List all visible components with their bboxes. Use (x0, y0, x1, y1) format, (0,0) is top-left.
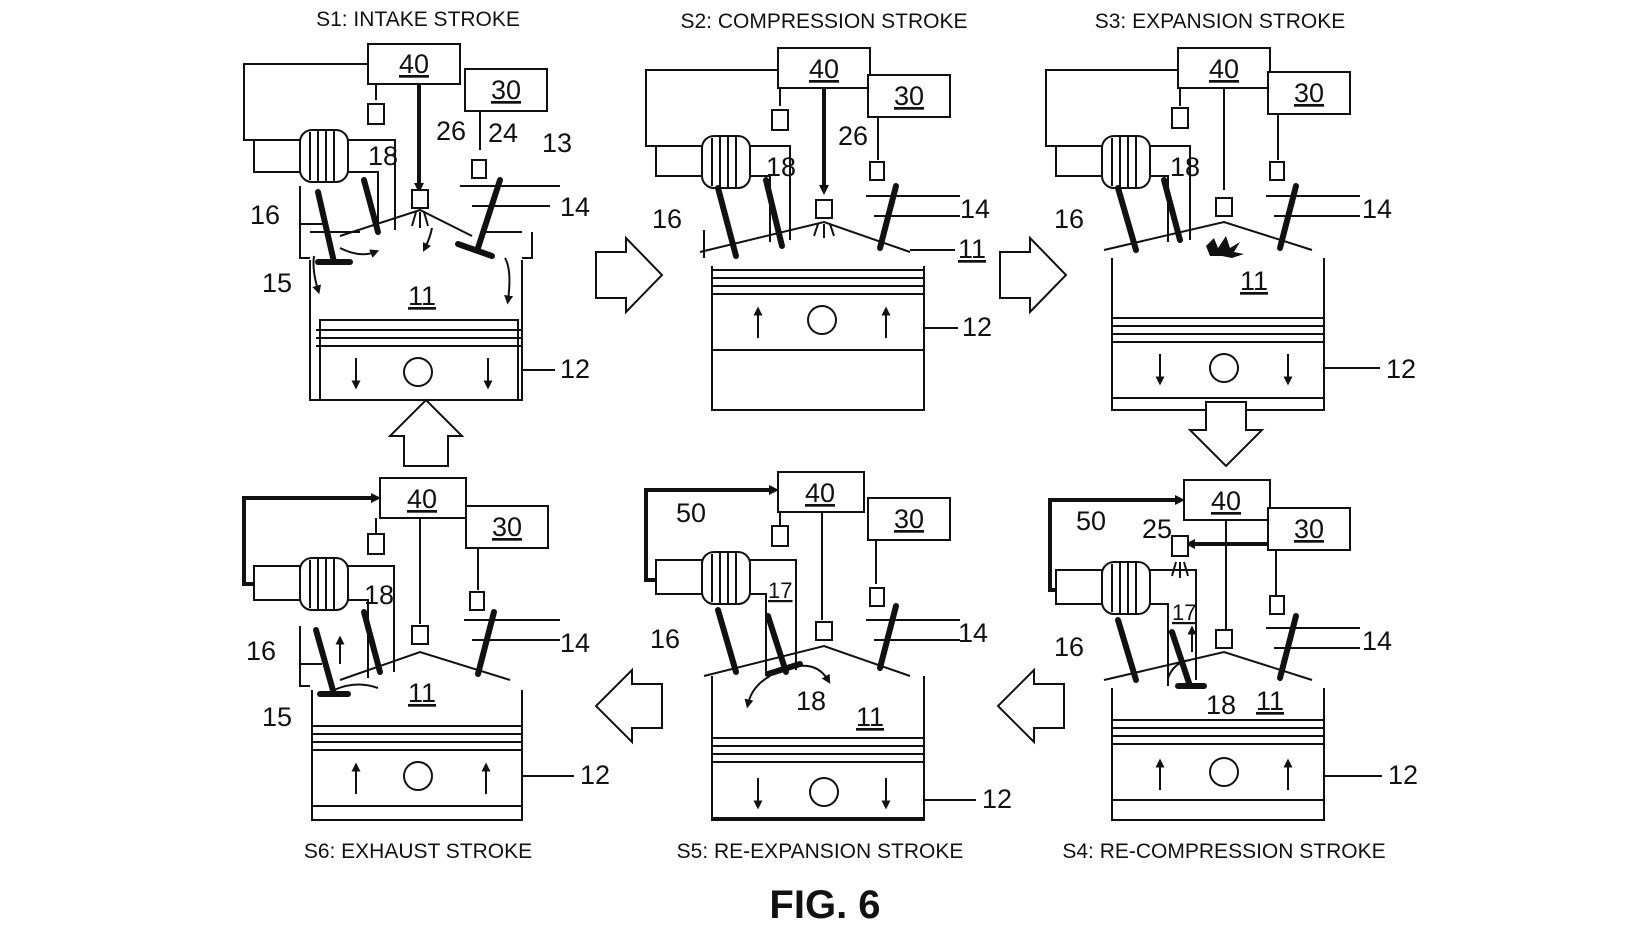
piston-label: 12 (982, 784, 1012, 814)
intake-label: 14 (958, 618, 988, 648)
chamber-label: 11 (958, 234, 986, 264)
valve-15-label: 15 (262, 268, 292, 298)
plug-label: 24 (488, 118, 518, 148)
arrow-s6-to-s1 (390, 400, 462, 466)
control-label: 30 (894, 81, 924, 111)
valve-15-label: 15 (262, 702, 292, 732)
exhaust-port-label: 16 (652, 204, 682, 234)
intake-label: 14 (1362, 626, 1392, 656)
injector (412, 190, 428, 208)
valve-18-label: 18 (364, 580, 394, 610)
chamber-label: 11 (408, 678, 436, 708)
ecu-label: 40 (1209, 54, 1239, 84)
valve-18-label: 18 (368, 141, 398, 171)
ecu-label: 40 (407, 484, 437, 514)
arrow-s5-to-s6 (596, 670, 662, 742)
intake-label: 14 (1362, 194, 1392, 224)
exhaust-port-label: 16 (1054, 204, 1084, 234)
aux-label: 17 (1172, 600, 1196, 625)
valve-18-label: 18 (796, 686, 826, 716)
arrow-s3-to-s4 (1190, 402, 1262, 466)
panel-caption: S1: INTAKE STROKE (316, 8, 520, 31)
piston-label: 12 (962, 312, 992, 342)
ecu-label: 40 (1211, 486, 1241, 516)
plug2-label: 25 (1142, 514, 1172, 544)
spark-plug (472, 160, 486, 178)
control-label: 30 (1294, 78, 1324, 108)
panel-s4-recompression-stroke: S4: RE-COMPRESSION STROKE 40 30 11 12 (1050, 480, 1418, 863)
chamber-label: 11 (1240, 266, 1268, 296)
panel-caption: S2: COMPRESSION STROKE (680, 10, 967, 33)
piston-label: 12 (580, 760, 610, 790)
valve-18-label: 18 (1170, 152, 1200, 182)
exhaust-port-label: 16 (650, 624, 680, 654)
exhaust-port-label: 16 (1054, 632, 1084, 662)
piston-label: 12 (1386, 354, 1416, 384)
valve-18-label: 18 (1206, 690, 1236, 720)
panel-caption: S4: RE-COMPRESSION STROKE (1062, 840, 1385, 863)
injector-label: 26 (436, 116, 466, 146)
ecu-label: 40 (805, 478, 835, 508)
panel-caption: S6: EXHAUST STROKE (304, 840, 532, 863)
intake-label: 14 (560, 628, 590, 658)
panel-s2-compression-stroke: S2: COMPRESSION STROKE 40 30 11 12 (646, 10, 992, 410)
control-label: 30 (1294, 514, 1324, 544)
valve-18-label: 18 (766, 152, 796, 182)
ecu-label: 40 (809, 54, 839, 84)
injector-label: 26 (838, 121, 868, 151)
arrow-s4-to-s5 (998, 670, 1064, 742)
chamber-label: 11 (1256, 686, 1284, 716)
sensor-label: 50 (1076, 506, 1106, 536)
exhaust-port-label: 16 (250, 200, 280, 230)
exhaust-port-label: 16 (246, 636, 276, 666)
control-label: 30 (894, 504, 924, 534)
piston-label: 12 (1388, 760, 1418, 790)
intake-label: 14 (960, 194, 990, 224)
intake-port-label: 13 (542, 128, 572, 158)
figure-label: FIG. 6 (769, 883, 880, 927)
sensor-label: 50 (676, 498, 706, 528)
aux-label: 17 (768, 578, 792, 603)
combustion-burst (1206, 236, 1244, 258)
arrow-s1-to-s2 (596, 238, 662, 312)
intake-label: 14 (560, 192, 590, 222)
chamber-label: 11 (408, 281, 436, 311)
chamber-label: 11 (856, 702, 884, 732)
solenoid-valve (368, 104, 384, 124)
control-label: 30 (492, 512, 522, 542)
arrow-s2-to-s3 (1000, 238, 1066, 312)
panel-caption: S5: RE-EXPANSION STROKE (677, 840, 964, 863)
panel-s1-intake-stroke: S1: INTAKE STROKE 40 30 (244, 8, 590, 400)
control-label: 30 (491, 75, 521, 105)
panel-caption: S3: EXPANSION STROKE (1095, 10, 1346, 33)
panel-s6-exhaust-stroke: S6: EXHAUST STROKE 40 30 11 12 (244, 478, 610, 863)
piston-label: 12 (560, 354, 590, 384)
panel-s5-reexpansion-stroke: S5: RE-EXPANSION STROKE 40 30 11 12 (646, 472, 1012, 863)
ecu-label: 40 (399, 49, 429, 79)
canister (300, 130, 348, 182)
panel-s3-expansion-stroke: S3: EXPANSION STROKE 40 30 11 12 18 (1046, 10, 1416, 410)
